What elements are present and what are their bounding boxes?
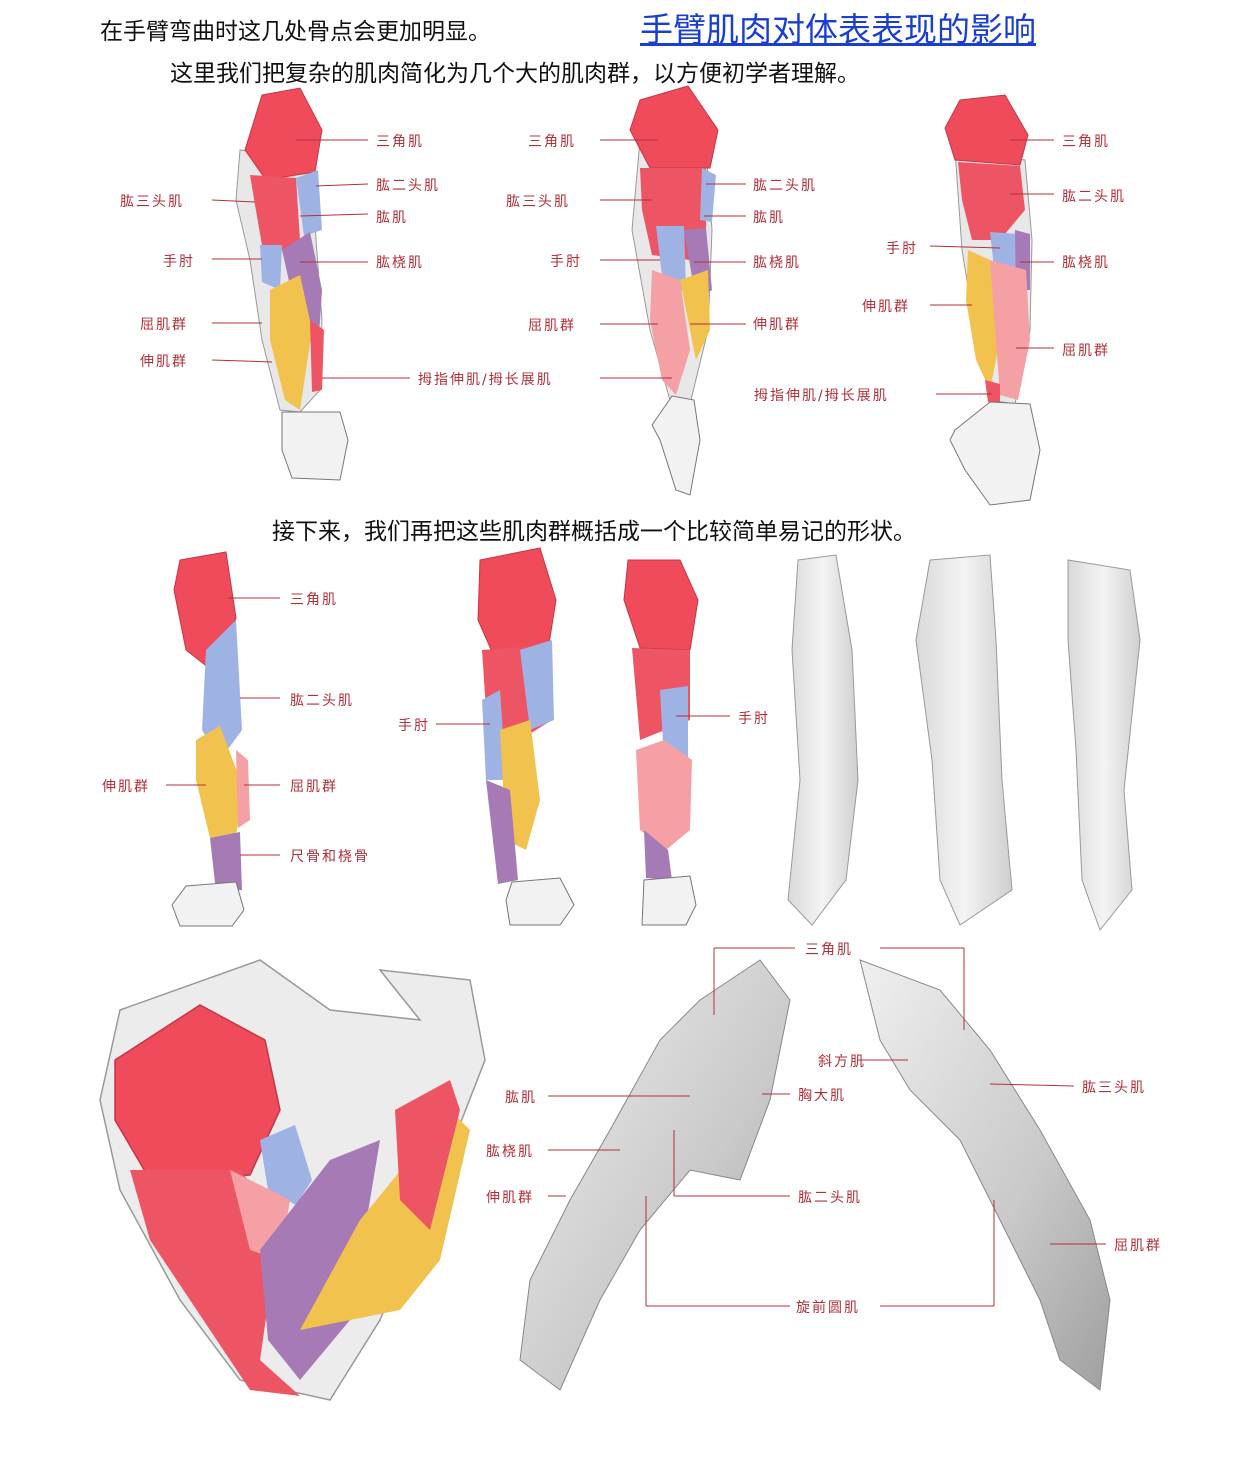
label-extensors: 伸肌群 [486, 1190, 534, 1206]
label-extensors: 伸肌群 [140, 354, 188, 370]
label-elbow: 手肘 [550, 254, 582, 270]
label-biceps: 肱二头肌 [798, 1190, 862, 1206]
label-triceps: 肱三头肌 [506, 194, 570, 210]
arm-figure-5b [623, 559, 699, 926]
label-deltoid: 三角肌 [1062, 134, 1110, 150]
label-pectoralis: 胸大肌 [798, 1088, 846, 1104]
label-deltoid: 三角肌 [290, 592, 338, 608]
flexed-arm-figure [99, 959, 486, 1401]
label-extensors: 伸肌群 [862, 299, 910, 315]
label-biceps: 肱二头肌 [290, 693, 354, 709]
leader-lines [166, 139, 1106, 1307]
label-trapezius: 斜方肌 [818, 1054, 866, 1070]
label-elbow: 手肘 [398, 718, 430, 734]
label-pronator-teres: 旋前圆肌 [796, 1300, 860, 1316]
bent-arm-note: 在手臂弯曲时这几处骨点会更加明显。 [100, 19, 491, 45]
label-brachioradialis: 肱桡肌 [486, 1144, 534, 1160]
label-flexors: 屈肌群 [140, 317, 188, 333]
label-extensors: 伸肌群 [753, 317, 801, 333]
label-biceps: 肱二头肌 [1062, 189, 1126, 205]
label-biceps: 肱二头肌 [753, 178, 817, 194]
realistic-arms-figure [519, 959, 1111, 1391]
label-deltoid: 三角肌 [528, 134, 576, 150]
arm-figure-4 [171, 551, 250, 927]
label-extensors: 伸肌群 [102, 779, 150, 795]
label-brachioradialis: 肱桡肌 [753, 255, 801, 271]
label-triceps: 肱三头肌 [120, 194, 184, 210]
label-ulna-radius: 尺骨和桡骨 [290, 849, 370, 865]
label-brachialis: 肱肌 [376, 210, 408, 226]
label-elbow: 手肘 [886, 241, 918, 257]
title-link[interactable]: 手臂肌肉对体表表现的影响 [640, 10, 1036, 49]
grey-arm-forms [787, 554, 1141, 932]
label-brachioradialis: 肱桡肌 [1062, 255, 1110, 271]
label-brachialis: 肱肌 [505, 1090, 537, 1106]
label-deltoid: 三角肌 [805, 942, 853, 958]
label-brachioradialis: 肱桡肌 [376, 255, 424, 271]
label-flexors: 屈肌群 [1114, 1238, 1162, 1254]
label-elbow: 手肘 [163, 254, 195, 270]
intro-shapes: 接下来，我们再把这些肌肉群概括成一个比较简单易记的形状。 [272, 519, 916, 545]
label-brachialis: 肱肌 [753, 210, 785, 226]
arm-figure-3 [944, 94, 1041, 506]
label-deltoid: 三角肌 [376, 134, 424, 150]
arm-figure-2 [629, 85, 719, 496]
label-thumb-extensor: 拇指伸肌/拇长展肌 [418, 372, 553, 388]
arm-figure-1 [235, 87, 349, 481]
label-biceps: 肱二头肌 [376, 178, 440, 194]
label-elbow: 手肘 [738, 711, 770, 727]
label-flexors: 屈肌群 [290, 779, 338, 795]
label-flexors: 屈肌群 [1062, 343, 1110, 359]
arm-figure-5a [477, 547, 575, 926]
label-thumb-extensor: 拇指伸肌/拇长展肌 [754, 388, 889, 404]
intro-simplify: 这里我们把复杂的肌肉简化为几个大的肌肉群，以方便初学者理解。 [170, 61, 860, 87]
label-triceps: 肱三头肌 [1082, 1080, 1146, 1096]
label-flexors: 屈肌群 [528, 318, 576, 334]
